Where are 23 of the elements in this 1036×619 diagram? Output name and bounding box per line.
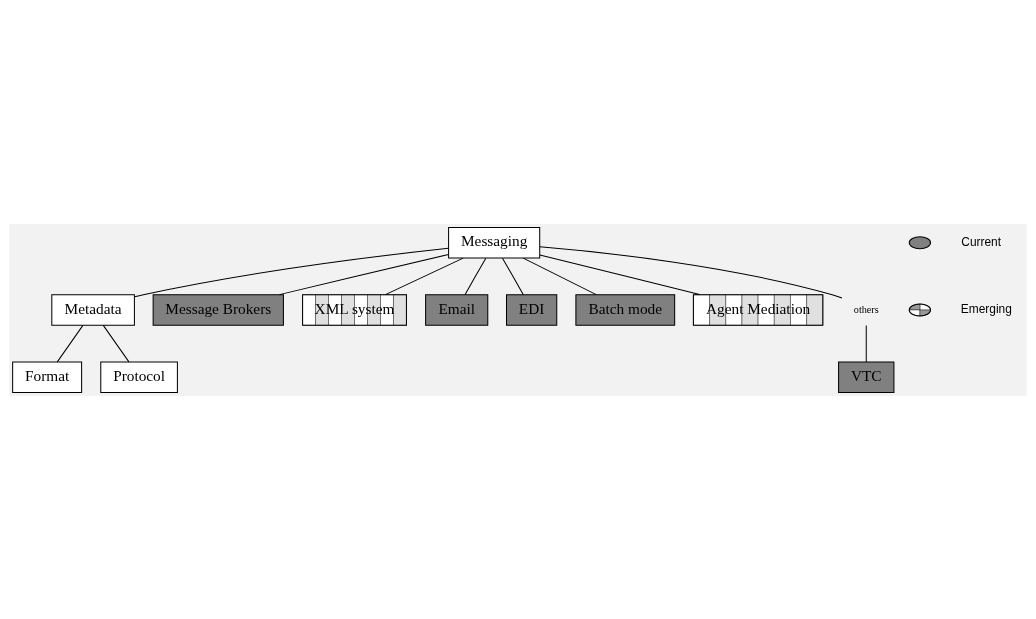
node-box: Metadata [51, 293, 135, 326]
connector [501, 257, 524, 295]
node-box: Messaging [448, 226, 541, 259]
node-box: VTC [838, 360, 895, 393]
node-box: Format [12, 360, 83, 393]
connector [134, 247, 449, 297]
connector [278, 253, 450, 295]
node-box: Email [425, 293, 489, 326]
node-text: others [853, 303, 879, 315]
connector [539, 245, 843, 298]
connector [522, 257, 597, 295]
connector [56, 324, 84, 362]
connector [384, 257, 464, 295]
node-box: Message Brokers [152, 293, 284, 326]
connector [865, 324, 867, 362]
connector [539, 253, 701, 295]
node-box: Protocol [100, 360, 178, 393]
connector [464, 257, 487, 295]
node-box: EDI [506, 293, 558, 326]
legend-label: Emerging [960, 301, 1012, 316]
connector [102, 324, 130, 362]
legend-label: Current [961, 234, 1002, 249]
node-box: Batch mode [575, 293, 676, 326]
